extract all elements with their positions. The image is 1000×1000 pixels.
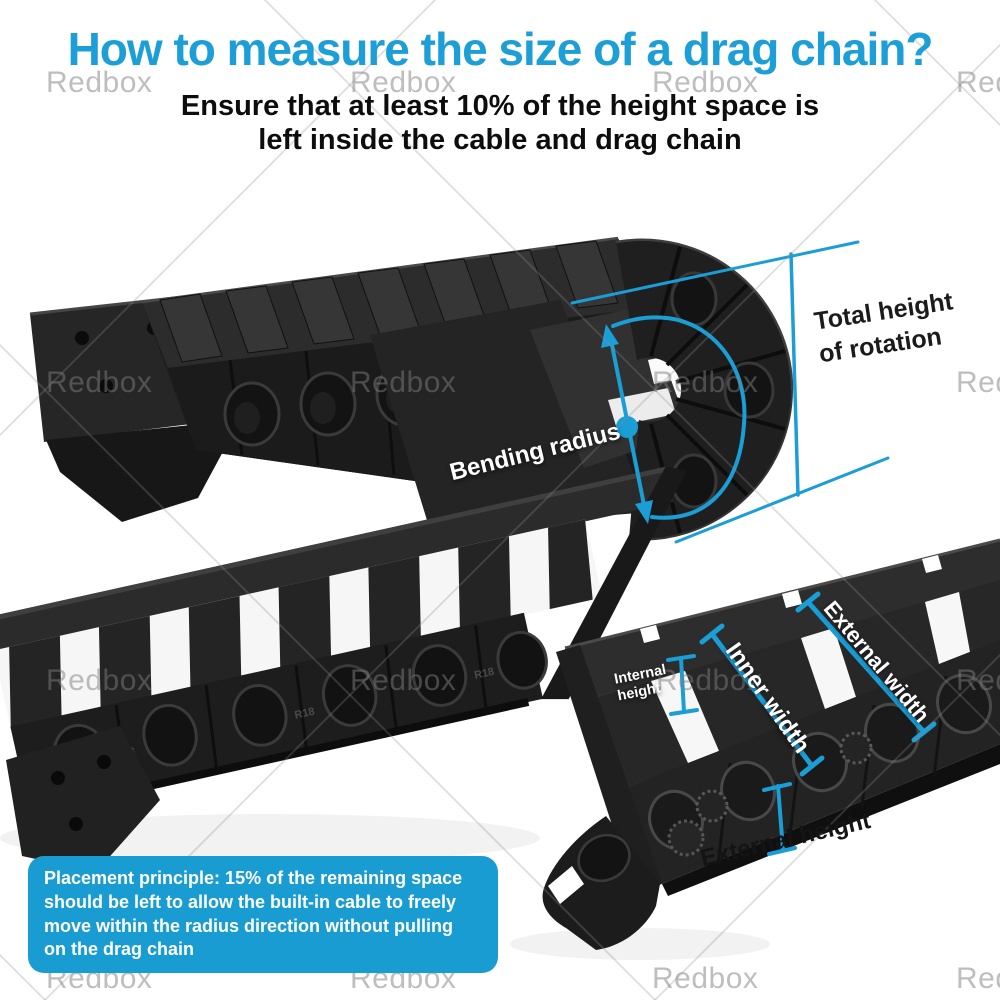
total-height-extension-line-bottom xyxy=(674,456,890,544)
bending-radius-arrowhead-bottom xyxy=(635,500,653,524)
lower-arm: R18 R18 R18 xyxy=(0,466,687,817)
bend-section xyxy=(370,238,794,541)
internal-height-dimension xyxy=(666,654,699,716)
bend-link-seams xyxy=(649,246,786,534)
link-marking-text: R18 xyxy=(473,666,495,682)
external-height-dimension xyxy=(762,782,797,856)
link-marking-text: R18 xyxy=(293,706,315,722)
total-height-dimension-line xyxy=(789,252,800,497)
bending-radius-arc xyxy=(611,315,747,520)
bottom-left-bracket xyxy=(6,726,160,872)
bending-radius-center-dot xyxy=(616,416,638,438)
segment-openings xyxy=(651,592,970,763)
bending-radius-arrowhead-top xyxy=(601,324,619,348)
external-width-dimension xyxy=(795,591,937,743)
top-arm-slats xyxy=(159,240,619,363)
subtitle-text: Ensure that at least 10% of the height s… xyxy=(180,90,820,156)
lower-arm-crossbars xyxy=(9,519,593,729)
inner-width-dimension xyxy=(699,623,825,777)
blue-annotations xyxy=(570,240,937,856)
total-height-extension-line-top xyxy=(570,240,860,305)
segment-knurled-discs xyxy=(695,731,873,823)
placement-note-box: Placement principle: 15% of the remainin… xyxy=(28,856,498,973)
segment-clevis xyxy=(542,816,705,950)
page-title: How to measure the size of a drag chain? xyxy=(67,23,934,75)
